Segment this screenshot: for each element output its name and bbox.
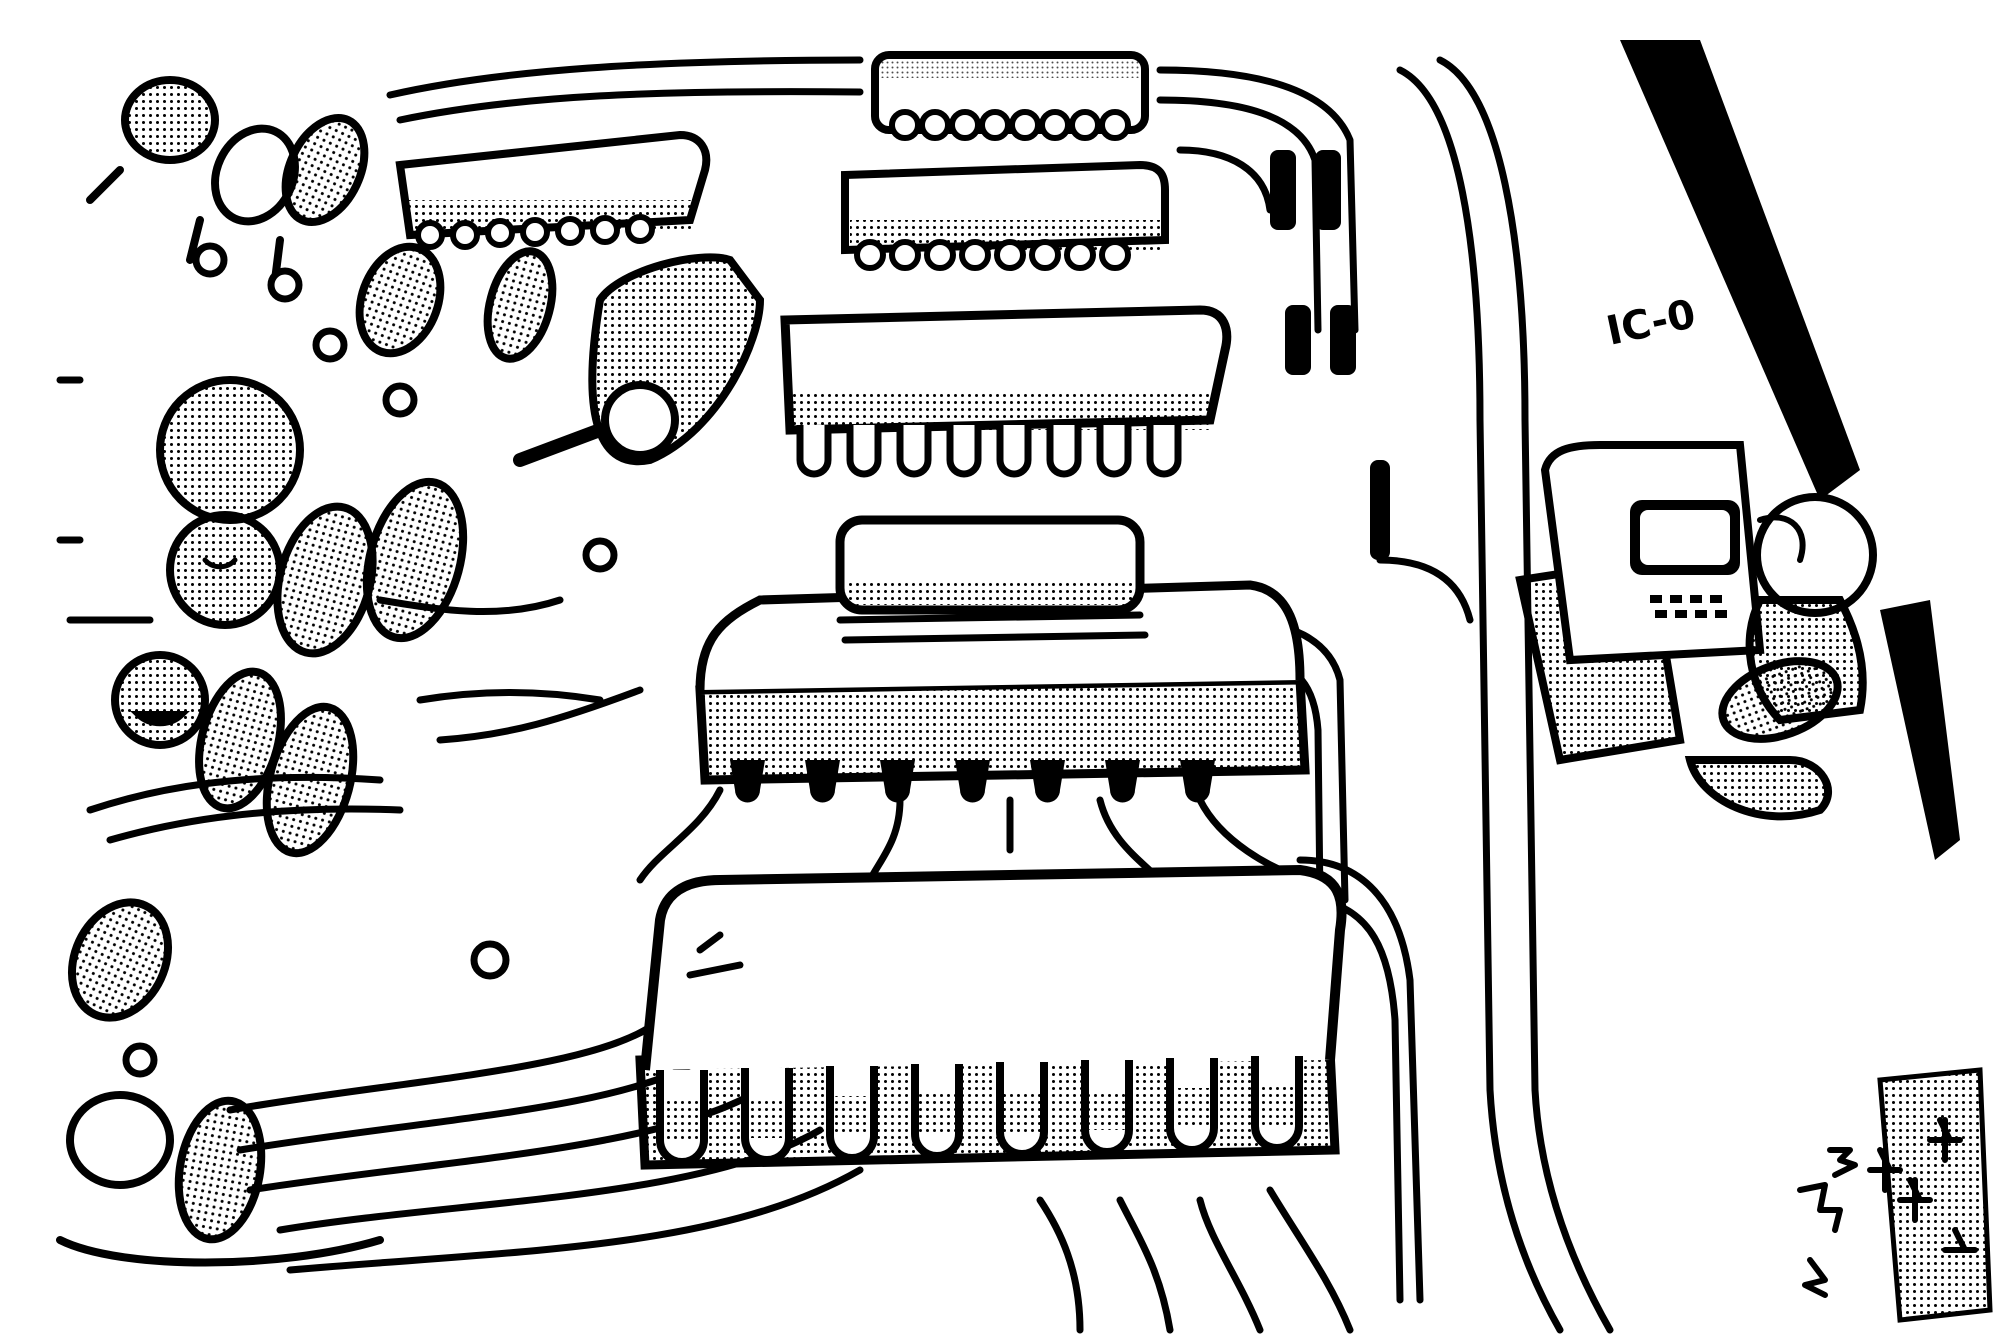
component-leads (122, 242, 618, 1078)
ic-chip-bottom (635, 864, 1347, 1170)
ic-chip-middle (780, 305, 1232, 478)
ic-chip-second (841, 160, 1169, 271)
chip-marking: IC-0 (1603, 291, 1700, 355)
tiny-person (1684, 493, 1877, 821)
ic-chip-upper-left (395, 130, 711, 250)
resistor-characters (56, 76, 765, 1267)
computer-terminal (1515, 441, 1765, 765)
corner-hatching (1877, 1067, 1993, 1323)
ic-chip-top (871, 51, 1149, 141)
ic-chip-center (695, 515, 1310, 803)
chip-marking-text: IC-0 (1603, 291, 1700, 355)
power-rail-traces (1270, 40, 1960, 860)
